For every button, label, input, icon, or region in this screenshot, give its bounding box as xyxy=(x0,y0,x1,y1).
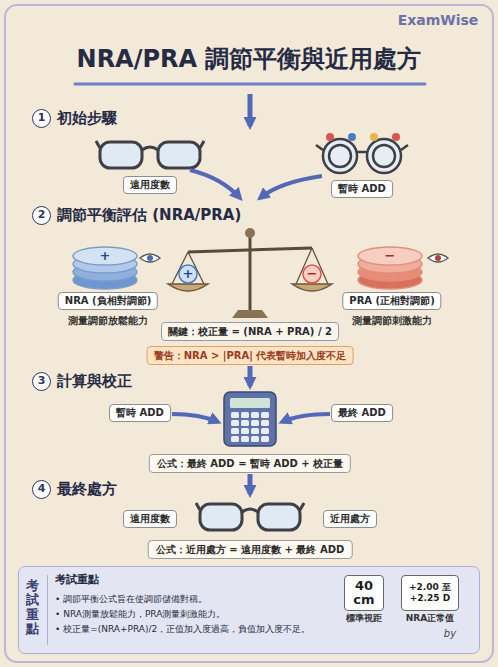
signature: by xyxy=(444,628,456,640)
lens-sign: − xyxy=(385,249,396,263)
bullet-point: • NRA測量放鬆能力，PRA測量刺激能力。 xyxy=(55,608,225,620)
description: 測量調節刺激能力 xyxy=(352,314,432,327)
section-heading: 最終處方 xyxy=(57,479,117,499)
section-header: 2調節平衡評估 (NRA/PRA) xyxy=(32,206,51,225)
value: +2.00 至 +2.25 D xyxy=(404,582,456,604)
label-box: 最終 ADD xyxy=(331,404,393,422)
label-text: NRA (負相對調節) xyxy=(65,294,151,308)
value-box: 40 cm標準視距 xyxy=(344,575,384,611)
label-text: PRA (正相對調節) xyxy=(349,294,434,308)
label-text: 近用處方 xyxy=(330,512,370,526)
label-box: 暫時 ADD xyxy=(331,180,393,198)
value-caption: NRA正常值 xyxy=(406,613,454,624)
step-number: 3 xyxy=(33,373,50,389)
label-text: 暫時 ADD xyxy=(116,406,164,420)
section-header: 4最終處方 xyxy=(32,480,51,499)
section-heading: 調節平衡評估 (NRA/PRA) xyxy=(57,205,241,225)
warning-box: 警告：NRA > |PRA| 代表暫時加入度不足 xyxy=(147,346,354,365)
side-title: 考試重點 xyxy=(26,579,39,636)
step-number: 2 xyxy=(33,207,50,223)
description: 測量調節放鬆能力 xyxy=(68,314,148,327)
value-box: +2.00 至 +2.25 DNRA正常值 xyxy=(401,575,459,611)
formula-box: 公式：近用處方 = 遠用度數 + 最終 ADD xyxy=(148,540,353,559)
step-number: 4 xyxy=(33,481,50,497)
bullet-point: • 校正量=(NRA+PRA)/2，正值加入度過高，負值加入度不足。 xyxy=(55,623,310,635)
panel-heading: 考試重點 xyxy=(55,573,99,587)
brand: ExamWise xyxy=(398,12,479,28)
bullet-point: • 調節平衡公式旨在使調節儲備對稱。 xyxy=(55,593,207,605)
lens-label-box: NRA (負相對調節)測量調節放鬆能力 xyxy=(58,292,158,310)
exam-points-panel: 考試重點 考試重點 • 調節平衡公式旨在使調節儲備對稱。 • NRA測量放鬆能力，PR… xyxy=(18,566,480,654)
value: 40 cm xyxy=(347,579,381,607)
label-box: 暫時 ADD xyxy=(109,404,171,422)
label-text: 關鍵：校正量 = (NRA + PRA) / 2 xyxy=(168,325,332,338)
formula-box: 公式：最終 ADD = 暫時 ADD + 校正量 xyxy=(149,454,351,473)
key-formula-box: 關鍵：校正量 = (NRA + PRA) / 2 xyxy=(161,322,339,341)
label-text: 公式：近用處方 = 遠用度數 + 最終 ADD xyxy=(156,543,345,556)
label-text: 公式：最終 ADD = 暫時 ADD + 校正量 xyxy=(157,457,343,470)
label-text: 暫時 ADD xyxy=(338,182,386,196)
panel-divider xyxy=(47,575,48,645)
lens-label-box: PRA (正相對調節)測量調節刺激能力 xyxy=(342,292,441,310)
section-header: 3計算與校正 xyxy=(32,372,51,391)
label-box: 遠用度數 xyxy=(123,510,177,528)
section-header: 1初始步驟 xyxy=(32,109,51,128)
lens-sign: + xyxy=(100,249,111,263)
title: NRA/PRA 調節平衡與近用處方 xyxy=(0,44,498,74)
label-text: 最終 ADD xyxy=(338,406,386,420)
label-text: 遠用度數 xyxy=(130,512,170,526)
pan-sign: + xyxy=(183,267,194,281)
step-number: 1 xyxy=(33,110,50,126)
label-text: 警告：NRA > |PRA| 代表暫時加入度不足 xyxy=(154,349,347,362)
value-caption: 標準視距 xyxy=(346,613,382,624)
section-heading: 計算與校正 xyxy=(57,371,132,391)
label-text: 遠用度數 xyxy=(130,178,170,192)
pan-sign: − xyxy=(307,267,318,281)
section-heading: 初始步驟 xyxy=(57,108,117,128)
label-box: 近用處方 xyxy=(323,510,377,528)
label-box: 遠用度數 xyxy=(123,176,177,194)
